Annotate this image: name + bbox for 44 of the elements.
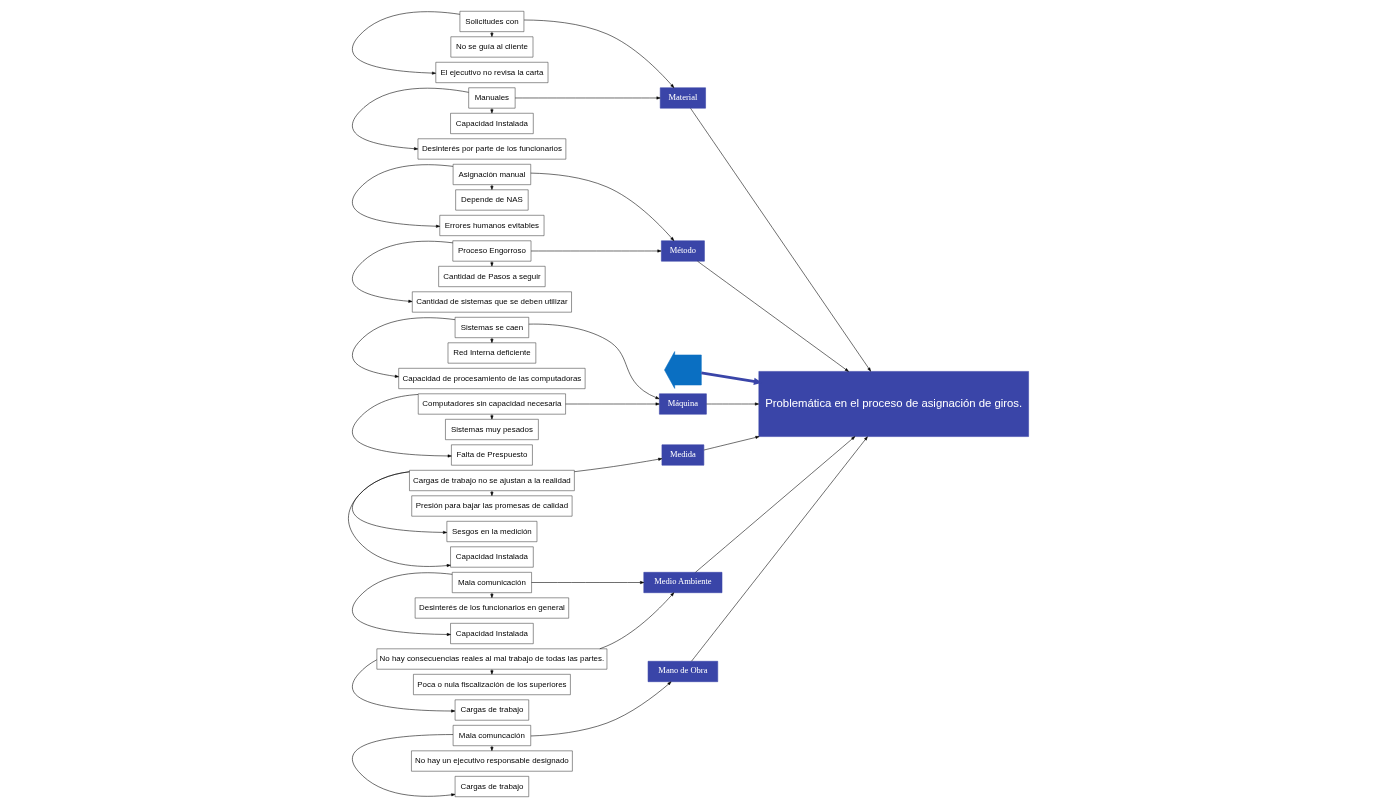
arrow	[490, 31, 494, 37]
arrow	[691, 436, 868, 661]
arrow	[706, 402, 759, 405]
arrow	[490, 413, 494, 419]
arrow	[352, 571, 453, 636]
arrow	[523, 19, 675, 88]
arrow	[352, 393, 452, 457]
arrow	[352, 163, 454, 228]
arrow	[490, 260, 494, 266]
arrow	[490, 592, 494, 598]
node-box: Medida	[661, 444, 705, 465]
node-box: Mano de Obra	[647, 660, 719, 682]
arrow	[514, 96, 661, 99]
node-box: Material	[659, 87, 706, 108]
arrow	[490, 490, 494, 496]
arrow	[352, 10, 461, 75]
arrow	[352, 733, 456, 797]
arrow	[565, 402, 660, 405]
arrow	[697, 260, 849, 372]
arrow	[530, 681, 672, 736]
arrow	[528, 323, 660, 399]
arrow	[352, 658, 456, 712]
arrow	[574, 457, 663, 472]
arrow	[530, 172, 675, 241]
arrow	[490, 668, 494, 674]
arrow	[348, 470, 451, 567]
arrow	[695, 435, 856, 573]
arrow	[352, 240, 454, 303]
arrow	[352, 87, 469, 150]
arrow	[490, 184, 494, 190]
arrow	[352, 316, 456, 378]
node-box: Máquina	[659, 393, 707, 414]
arrow	[490, 745, 494, 751]
arrow	[531, 580, 645, 584]
arrow	[490, 337, 494, 343]
arrow	[530, 249, 662, 252]
arrow	[599, 591, 675, 649]
arrow	[490, 107, 494, 113]
node-box: Problemática en el proceso de asignación de giros.	[758, 370, 1029, 437]
node-box: Método	[661, 240, 705, 261]
arrow	[703, 435, 760, 450]
arrow	[690, 107, 871, 371]
node-chevron	[664, 350, 702, 389]
node-box: Medio Ambiente	[643, 571, 723, 593]
